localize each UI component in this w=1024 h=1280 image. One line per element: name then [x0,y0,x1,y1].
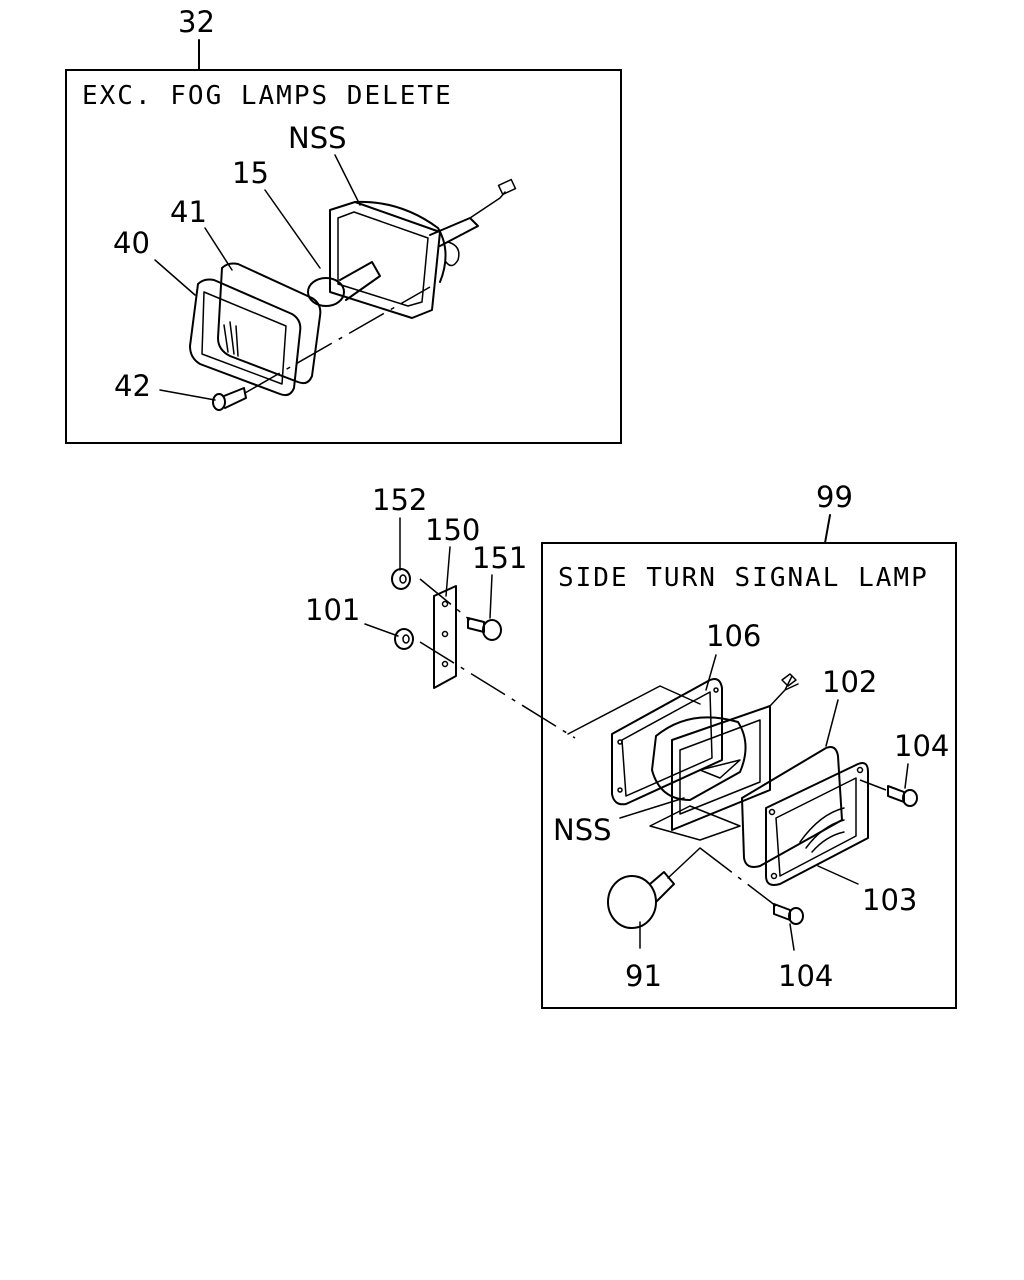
nut-101-label: 101 [305,593,360,627]
side-nss-leader [619,797,685,819]
side-lens-leader [817,865,859,885]
nut-152-label: 152 [372,483,427,517]
side-group-callout-leader [824,514,831,544]
side-housing-label: 106 [706,619,761,653]
side-screw-bottom-drawing [773,903,804,925]
fog-group-callout: 32 [178,5,215,39]
side-gasket-leader [825,699,839,747]
fog-housing-drawing [329,178,517,319]
bolt-151-label: 151 [472,541,527,575]
bracket-upper-line [419,578,471,621]
side-screw-top-drawing [887,785,918,807]
fog-group-frame [65,69,622,444]
side-group-caption: SIDE TURN SIGNAL LAMP [558,563,929,593]
fog-nss-label: NSS [288,121,347,155]
side-screw-top-leader [904,763,909,789]
fog-bulb-leader [264,189,321,269]
side-screw-bottom-line [699,847,777,907]
side-group-frame [541,542,957,1009]
bracket-parts-group: 152 150 151 101 [305,483,576,739]
fog-gasket-label: 41 [170,195,207,229]
side-bulb-drawing [607,847,701,929]
side-nss-label: NSS [553,813,612,847]
nut-152-drawing [391,568,411,590]
side-housing-drawing [567,678,723,806]
side-socket-drawing [649,673,799,841]
fog-center-line [244,286,431,394]
fog-bulb-label: 15 [232,156,269,190]
bracket-lower-line [419,641,576,739]
side-lens-label: 103 [862,883,917,917]
fog-screw-drawing [212,387,247,411]
bracket-150-drawing [433,585,457,689]
bolt-151-drawing [467,617,502,641]
side-gasket-label: 102 [822,665,877,699]
side-screw-bottom-label: 104 [778,959,833,993]
fog-nss-leader [334,154,361,206]
side-group-callout: 99 [816,480,853,514]
fog-lens-label: 40 [113,226,150,260]
nut-101-drawing [394,628,414,650]
side-screw-bottom-leader [789,923,795,951]
side-housing-leader [705,654,717,691]
side-screw-top-line [859,779,887,791]
bracket-150-leader [445,546,451,597]
fog-lens-drawing [189,262,322,397]
fog-lamp-group: 32 EXC. FOG LAMPS DELETE NSS 15 41 40 42 [65,5,622,444]
fog-bulb-drawing [307,261,381,307]
fog-lens-leader [154,259,196,296]
side-bulb-label: 91 [625,959,662,993]
fog-screw-label: 42 [114,369,151,403]
side-screw-top-label: 104 [894,729,949,763]
side-turn-group: 99 SIDE TURN SIGNAL LAMP 106 102 104 NSS… [541,480,957,1009]
side-lens-drawing [741,746,869,886]
bolt-151-leader [489,574,493,619]
nut-101-leader [364,623,399,637]
fog-gasket-leader [204,227,233,271]
fog-group-caption: EXC. FOG LAMPS DELETE [82,81,453,111]
fog-screw-leader [159,389,216,401]
bracket-150-label: 150 [425,513,480,547]
